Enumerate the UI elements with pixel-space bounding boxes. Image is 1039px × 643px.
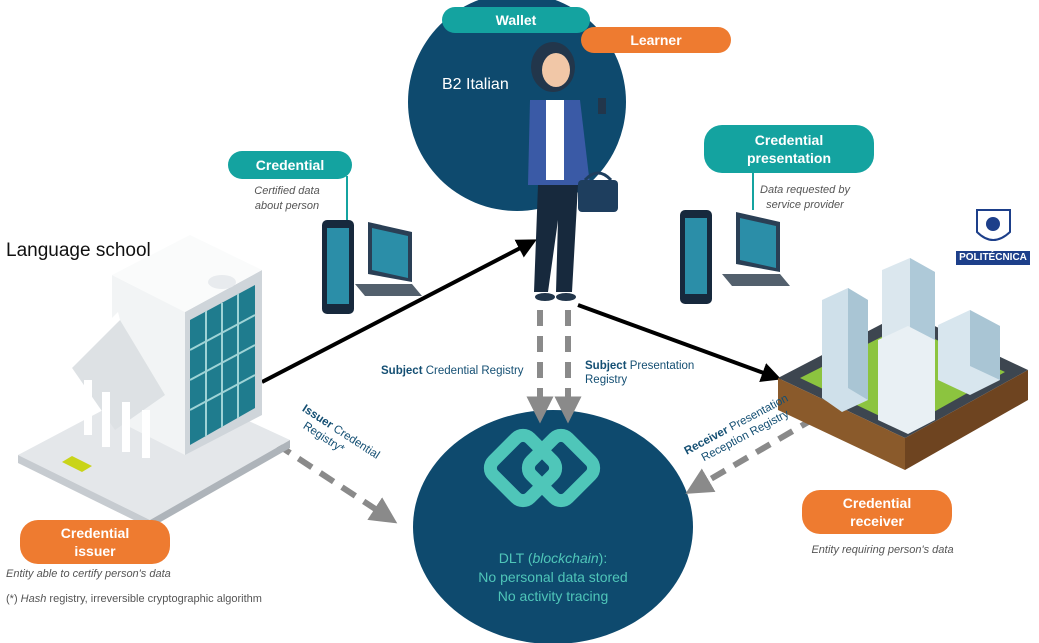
learner-badge: Learner (581, 27, 731, 53)
credential-note-line1: Certified data (254, 185, 320, 197)
upm-logo-text: POLITÉCNICA (956, 251, 1030, 265)
footnote-em: Hash (20, 593, 47, 605)
presentation-badge-line1: Credential (754, 132, 824, 148)
presentation-note: Data requested by service provider (740, 183, 870, 213)
upm-shield-icon (976, 209, 1011, 241)
receiver-badge: Credential receiver (802, 490, 952, 534)
dlt-text: DLT (blockchain): No personal data store… (463, 549, 643, 606)
wallet-credential-text: B2 Italian (442, 76, 509, 93)
presentation-note-line2: service provider (766, 199, 844, 211)
presentation-arrow (577, 303, 782, 382)
dlt-logo-icon (483, 428, 601, 508)
subject-presentation-registry-bold: Subject (585, 360, 627, 372)
issuer-badge-line1: Credential (60, 525, 130, 541)
credential-note-line2: about person (254, 200, 320, 212)
presentation-devices-icon (680, 210, 790, 304)
credential-badge: Credential (228, 151, 352, 179)
learner-figure (528, 42, 618, 301)
credential-devices-icon (322, 220, 422, 314)
dlt-line2: No personal data stored (478, 569, 628, 585)
receiver-registry-arrow (685, 415, 817, 494)
subject-presentation-registry-rest: Presentation (629, 360, 695, 372)
footnote: (*) Hash registry, irreversible cryptogr… (6, 593, 262, 605)
subject-credential-registry-bold: Subject (381, 365, 423, 377)
receiver-badge-line2: receiver (850, 513, 904, 529)
issuer-badge: Credential issuer (20, 520, 170, 564)
subject-presentation-registry-line2: Registry (585, 374, 628, 386)
dlt-line3: No activity tracing (497, 588, 609, 604)
presentation-badge: Credential presentation (704, 125, 874, 173)
issuance-arrow (261, 239, 537, 384)
subject-credential-registry-label: Subject Credential Registry (381, 364, 541, 378)
issuer-badge-line2: issuer (74, 543, 116, 559)
footnote-prefix: (*) (6, 593, 18, 605)
subject-presentation-registry-label: Subject Presentation Registry (585, 359, 715, 387)
receiver-badge-line1: Credential (842, 495, 912, 511)
presentation-note-line1: Data requested by (760, 184, 850, 196)
language-school-building (18, 235, 290, 528)
footnote-rest: registry, irreversible cryptographic alg… (49, 593, 262, 605)
subject-credential-registry-rest: Credential Registry (425, 365, 524, 377)
dlt-line1: DLT (blockchain): (498, 550, 608, 566)
issuer-title: Language school (6, 240, 151, 261)
dlt-circle (413, 410, 693, 643)
wallet-badge: Wallet (442, 7, 590, 33)
receiver-city (778, 258, 1028, 470)
receiver-description: Entity requiring person's data (811, 544, 954, 556)
presentation-badge-line2: presentation (746, 150, 831, 166)
credential-note: Certified data about person (232, 184, 342, 214)
issuer-description: Entity able to certify person's data (6, 568, 171, 580)
